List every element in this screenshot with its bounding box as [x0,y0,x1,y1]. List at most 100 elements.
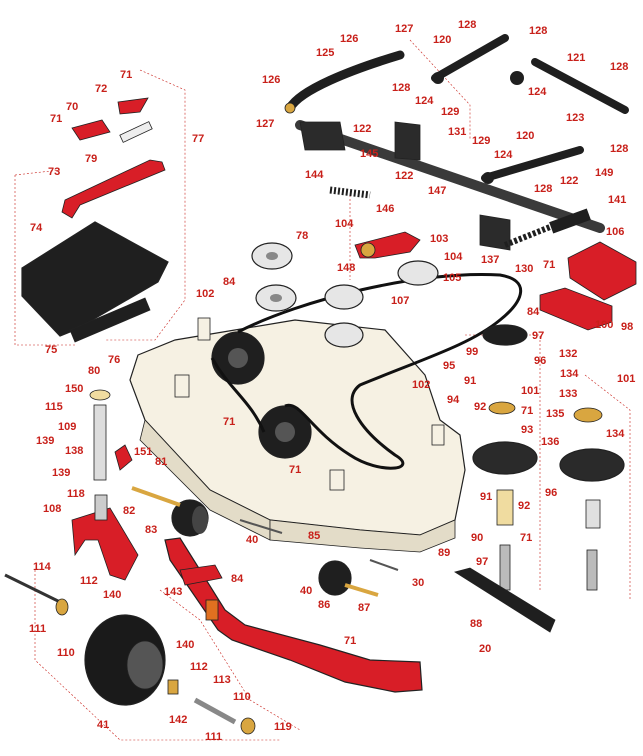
spindle-hub-center [275,422,295,442]
fork-108 [71,507,139,581]
callout-label: 122 [395,170,413,182]
callout-labels: 71 72 70 71 79 77 73 74 75 76 80 150 115… [29,19,635,743]
pulley-100 [482,324,528,346]
callout-label: 77 [192,133,204,145]
axle-81 [131,486,181,507]
callout-label: 70 [66,101,78,113]
callout-label: 122 [353,123,371,135]
bushing-124 [432,72,444,84]
axle-114 [4,573,61,604]
guard-141 [567,241,637,301]
guard-130 [539,287,613,331]
spring-137 [503,222,557,248]
bearing-92 [488,401,516,415]
callout-label: 126 [262,74,280,86]
lift-shaft [295,120,605,233]
callout-label: 150 [65,383,83,395]
callout-label: 97 [476,556,488,568]
callout-label: 74 [30,222,43,234]
callout-label: 114 [33,561,52,573]
caster-assembly [4,389,256,735]
left-upper-parts [21,97,169,343]
callout-label: 151 [134,446,152,458]
bumper-143 [164,537,423,693]
bracket-122 [549,208,591,234]
callout-label: 146 [376,203,394,215]
callout-label: 91 [480,491,492,503]
clip-151 [114,444,133,471]
callout-label: 147 [428,185,446,197]
spindle-housing-94 [472,441,538,475]
callout-label: 96 [545,487,557,499]
stem-118 [94,494,108,521]
callout-label: 141 [608,194,626,206]
pulley-3 [324,284,364,310]
callout-label: 87 [358,602,370,614]
callout-label: 102 [196,288,214,300]
blade-30 [454,567,556,633]
callout-label: 72 [95,83,107,95]
callout-label: 85 [308,530,320,542]
callout-label: 91 [464,375,476,387]
callout-label: 97 [532,330,544,342]
callout-label: 128 [458,19,476,31]
bracket-70 [71,119,111,141]
callout-label: 96 [534,355,546,367]
callout-label: 124 [494,149,513,161]
linkage-assembly [284,34,629,251]
callout-label: 73 [48,166,60,178]
spacer-111 [55,598,69,616]
callout-label: 140 [103,589,121,601]
callout-label: 145 [360,148,378,160]
arm-120-upper [431,34,509,82]
callout-label: 148 [337,262,355,274]
callout-label: 122 [560,175,578,187]
callout-label: 100 [595,319,613,331]
spindle-housing-133 [559,448,625,482]
callout-label: 101 [521,385,539,397]
pivot-127 [284,102,296,114]
cap-150 [89,389,111,401]
callout-label: 101 [617,373,635,385]
callout-label: 83 [145,524,157,536]
callout-label: 103 [430,233,448,245]
bracket-145 [394,121,421,161]
callout-label: 110 [57,647,75,659]
deck-skirt-front [269,519,456,553]
shaft-136 [586,549,598,591]
callout-label: 129 [472,135,490,147]
shaft-90 [499,544,511,591]
cover-74 [21,221,169,337]
callout-label: 149 [595,167,613,179]
pin-79 [119,121,153,143]
callout-label: 113 [213,674,231,686]
bracket-right [479,214,511,251]
callout-label: 71 [520,532,532,544]
bushing-124c [482,172,494,184]
callout-label: 136 [541,436,559,448]
callout-label: 144 [305,169,324,181]
callout-label: 71 [344,635,356,647]
callout-label: 20 [479,643,491,655]
mower-deck [129,272,523,553]
arm-125 [285,50,405,113]
callout-label: 84 [527,306,540,318]
callout-label: 71 [289,464,301,476]
callout-label: 76 [108,354,120,366]
callout-label: 40 [246,534,258,546]
callout-label: 40 [300,585,312,597]
callout-label: 84 [223,276,236,288]
callout-label: 111 [29,623,46,635]
callout-label: 110 [233,691,251,703]
callout-label: 104 [444,251,463,263]
axle-86 [344,583,379,597]
callout-label: 99 [466,346,478,358]
bearing-133 [573,407,603,423]
roller-40-left-face [192,506,208,534]
callout-label: 102 [412,379,430,391]
callout-label: 115 [45,401,63,413]
right-parts [454,241,637,633]
callout-label: 121 [567,52,585,64]
bushing-112 [167,679,179,695]
idler-pulleys [251,231,439,348]
